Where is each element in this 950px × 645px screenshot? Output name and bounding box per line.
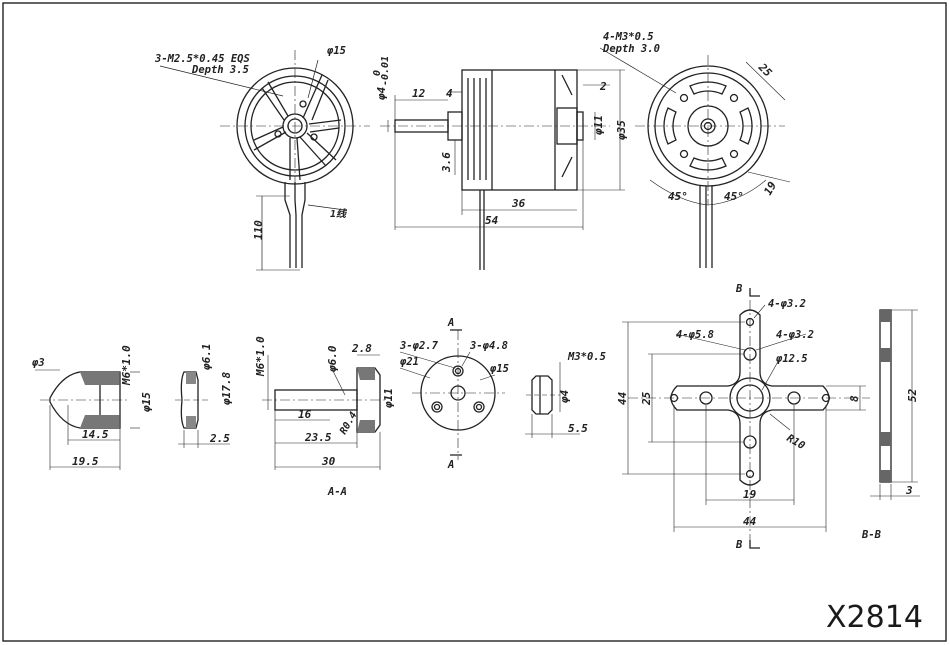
mount-inner: 25 <box>640 391 653 406</box>
front-thread-depth: Depth 3.5 <box>191 64 249 76</box>
mount-holes-58: 4-φ5.8 <box>676 329 714 341</box>
side-dim-11: φ11 <box>592 115 605 136</box>
adapter-dim-23-5: 23.5 <box>304 431 332 444</box>
side-view <box>380 69 625 270</box>
mount-section-label: B-B <box>861 529 882 541</box>
adapter-thread: M6*1.0 <box>254 336 267 377</box>
side-dim-54: 54 <box>485 214 499 227</box>
back-dim-25: 25 <box>755 60 775 80</box>
adapter-dim-2-8: 2.8 <box>351 342 372 355</box>
nut-dia-15: φ15 <box>140 392 153 413</box>
mount-bolt: 19 <box>743 488 757 501</box>
back-angle-b: 45° <box>724 190 744 203</box>
screw-thread: M3*0.5 <box>567 351 606 363</box>
mount-holes-32a: 4-φ3.2 <box>768 298 806 310</box>
adapter-dia-21: φ21 <box>399 356 419 368</box>
side-dim-36: 36 <box>511 197 526 210</box>
model-number: X2814 <box>826 600 923 635</box>
mount-sec-top: B <box>735 283 743 295</box>
front-view <box>159 50 370 271</box>
back-thread-note: 4-M3*0.5 <box>603 31 654 43</box>
back-thread-depth: Depth 3.0 <box>602 43 660 55</box>
side-dim-3-6: 3.6 <box>440 152 453 173</box>
mount-sec-bottom: B <box>735 539 743 551</box>
washer-view <box>175 371 230 448</box>
front-lead-mark: 1线 <box>330 208 348 220</box>
adapter-front-view <box>399 329 505 460</box>
back-dim-19: 19 <box>761 179 779 197</box>
nut-len-19-5: 19.5 <box>72 455 99 468</box>
side-dim-2: 2 <box>599 80 607 93</box>
washer-inner: φ6.1 <box>200 344 213 372</box>
nut-thread: M6*1.0 <box>120 345 133 386</box>
back-view <box>599 47 791 268</box>
mount-radius: R10 <box>785 432 807 452</box>
mount-center-dia: φ12.5 <box>775 353 808 365</box>
side-dim-35: φ35 <box>615 120 628 141</box>
washer-outer: φ17.8 <box>220 372 233 406</box>
front-lead-length: 110 <box>252 220 265 240</box>
mount-side-height: 52 <box>906 388 919 402</box>
prop-nut-view <box>35 369 140 470</box>
adapter-sec-top: A <box>447 317 454 329</box>
adapter-dia-11: φ11 <box>382 388 395 409</box>
front-thread-note: 3-M2.5*0.45 EQS <box>154 53 250 65</box>
mount-view <box>622 288 870 549</box>
front-hole-dia: φ15 <box>326 45 346 57</box>
mount-width: 44 <box>743 515 757 528</box>
mount-arm: 8 <box>848 395 861 402</box>
adapter-shaft: φ6.0 <box>326 345 339 373</box>
adapter-dia-15: φ15 <box>489 363 509 375</box>
side-dim-4: 4 <box>446 87 453 100</box>
side-shaft-dia: φ4 <box>375 86 388 101</box>
adapter-sec-bottom: A <box>447 459 454 471</box>
adapter-holes-a: 3-φ2.7 <box>399 340 439 352</box>
mount-side-view <box>870 309 920 500</box>
mount-side-thick: 3 <box>905 484 913 497</box>
side-shaft-tol-upper: 0 <box>372 70 383 76</box>
set-screw-view <box>525 362 580 438</box>
side-dim-12: 12 <box>412 87 426 100</box>
mount-height: 44 <box>616 391 629 405</box>
adapter-dim-16: 16 <box>298 408 312 421</box>
adapter-holes-b: 3-φ4.8 <box>469 340 508 352</box>
nut-tip-dia: φ3 <box>31 357 45 369</box>
mount-holes-32b: 4-φ3.2 <box>776 329 814 341</box>
nut-len-14-5: 14.5 <box>82 428 109 441</box>
screw-len: 5.5 <box>568 422 588 435</box>
adapter-section-label: A-A <box>327 486 347 498</box>
side-shaft-tol-lower: -0.01 <box>380 56 391 86</box>
prop-adapter-view <box>262 354 385 470</box>
washer-thick: 2.5 <box>209 432 230 445</box>
adapter-dim-30: 30 <box>321 455 336 468</box>
back-angle-a: 45° <box>668 190 688 203</box>
screw-dia: φ4 <box>558 389 571 404</box>
